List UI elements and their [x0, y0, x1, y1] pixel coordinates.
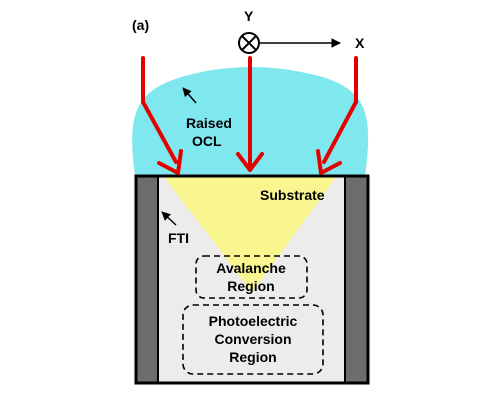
substrate-label: Substrate [260, 187, 325, 203]
avalanche-label-line1: Avalanche [216, 260, 286, 276]
ray-right [316, 56, 358, 175]
circle-cross-icon [238, 32, 260, 54]
fti-label: FTI [168, 230, 189, 246]
x-axis-label: X [355, 35, 365, 51]
incident-light-rays [141, 56, 358, 175]
raised-ocl-pointer [182, 87, 197, 104]
panel-label: (a) [132, 17, 149, 33]
photoelectric-region-box [182, 304, 324, 375]
pixel-outline [134, 174, 370, 385]
avalanche-region-box [195, 255, 308, 299]
fti-wall-left [135, 175, 159, 384]
photoelectric-label-line2: Conversion [214, 331, 291, 347]
coordinate-indicator: Y X [238, 8, 365, 54]
raised-ocl-label-line2: OCL [192, 133, 222, 149]
y-axis-label: Y [244, 8, 254, 24]
fti-pointer [161, 211, 177, 226]
ray-center [236, 56, 264, 172]
ray-left [141, 56, 183, 175]
fti-wall-right [344, 175, 369, 384]
raised-ocl-label-line1: Raised [186, 115, 232, 131]
photoelectric-label-line3: Region [229, 349, 276, 365]
avalanche-label-line2: Region [227, 278, 274, 294]
light-focus-cone [163, 176, 337, 292]
photoelectric-label-line1: Photoelectric [209, 313, 298, 329]
